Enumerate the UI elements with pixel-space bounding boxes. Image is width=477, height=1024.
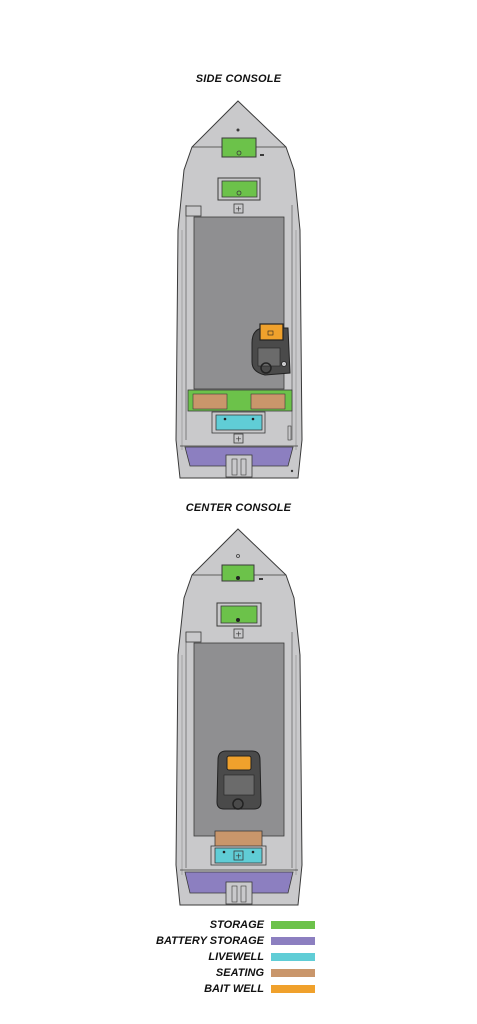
svg-text:+: + — [235, 630, 242, 639]
center-console-livewell — [214, 847, 263, 864]
svg-text:+: + — [235, 852, 242, 861]
side-console-bow-storage — [221, 137, 257, 158]
legend-label-storage: STORAGE — [209, 919, 264, 931]
side-console-bait-well — [259, 323, 284, 341]
legend-label-bait-well: BAIT WELL — [204, 983, 264, 995]
center-console-seat — [214, 830, 263, 848]
side-console-boat-diagram: + + — [175, 100, 303, 479]
legend-swatch-seating — [271, 969, 315, 977]
svg-text:+: + — [235, 205, 242, 214]
legend-swatch-battery-storage — [271, 937, 315, 945]
side-console-seat-right — [250, 393, 286, 410]
side-console-livewell — [215, 414, 263, 431]
side-console-title: SIDE CONSOLE — [195, 73, 282, 85]
center-console-title: CENTER CONSOLE — [185, 502, 292, 514]
legend-label-battery-storage: BATTERY STORAGE — [156, 935, 264, 947]
svg-text:+: + — [235, 435, 242, 444]
center-console-boat-diagram: + + — [175, 528, 303, 906]
side-console-seat-left — [192, 393, 228, 410]
side-console-front-storage — [221, 180, 258, 198]
legend-swatch-storage — [271, 921, 315, 929]
center-console-bait-well — [226, 755, 252, 771]
legend-label-livewell: LIVEWELL — [208, 951, 264, 963]
legend-label-seating: SEATING — [215, 967, 264, 979]
center-console-front-storage — [220, 605, 258, 624]
center-console-bow-storage — [221, 564, 255, 582]
legend-swatch-livewell — [271, 953, 315, 961]
legend-swatch-bait-well — [271, 985, 315, 993]
